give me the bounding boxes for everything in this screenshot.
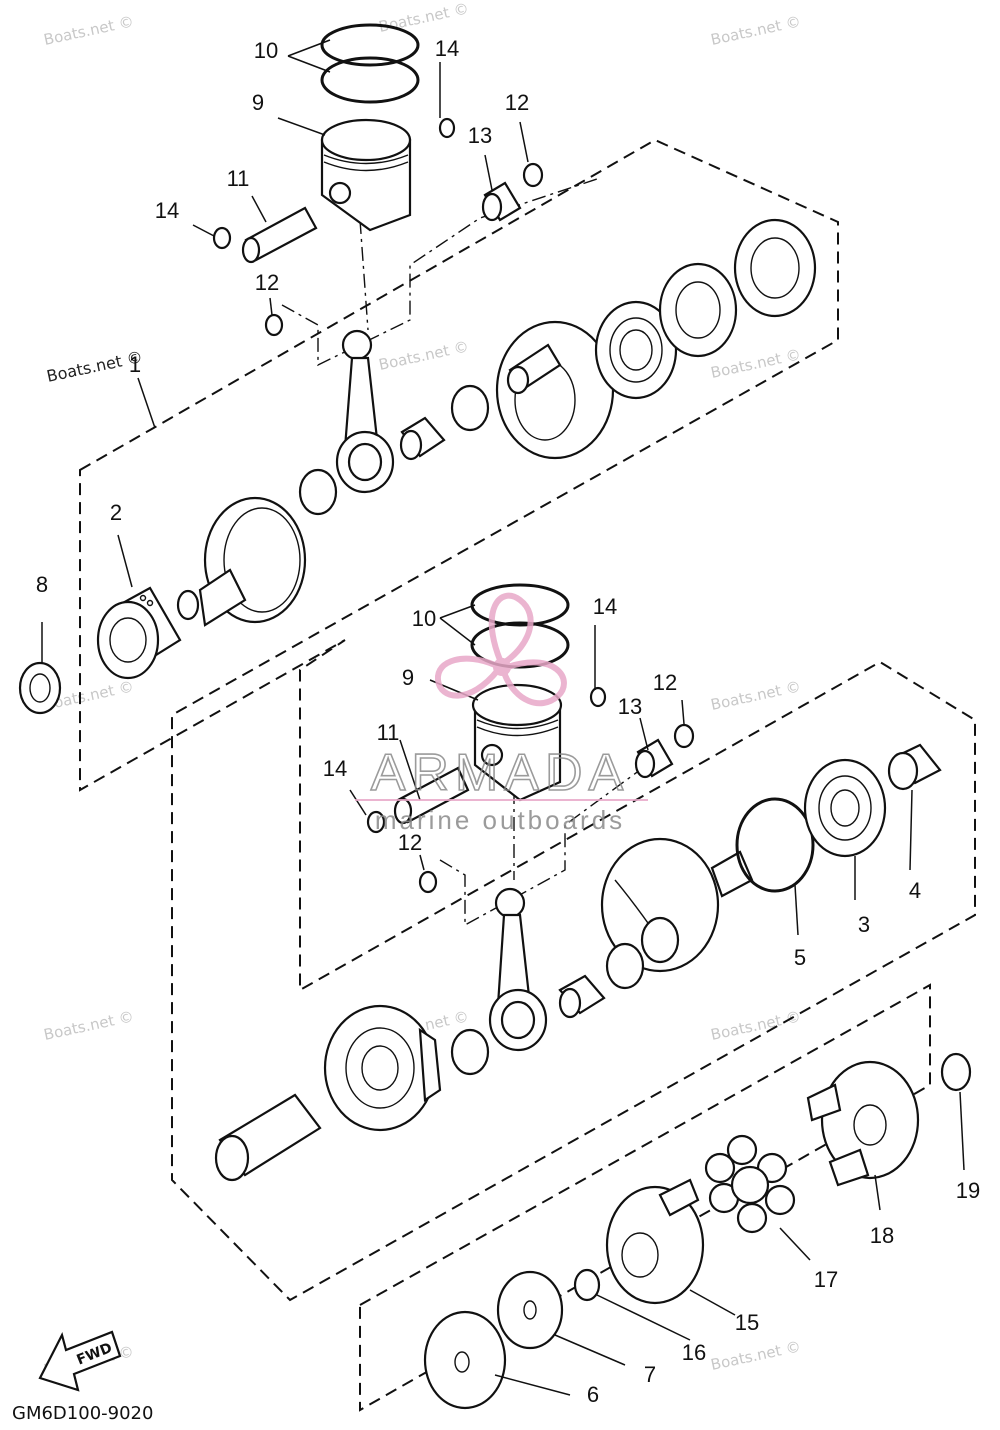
lower-connecting-rod xyxy=(488,887,548,1052)
lower-crank-web xyxy=(323,1004,442,1132)
lower-spacer-a xyxy=(605,942,645,990)
site-watermark: Boats.net © xyxy=(709,345,802,382)
lower-needle-bearing xyxy=(634,738,674,779)
upper-clip-right xyxy=(438,117,456,139)
ball-bearing-3 xyxy=(803,758,887,858)
lower-clip-right xyxy=(589,686,607,708)
lower-crank-bushing xyxy=(558,974,606,1019)
callout-12: 12 xyxy=(398,830,422,855)
upper-clip-left xyxy=(212,226,232,250)
upper-washer-left xyxy=(264,313,284,337)
site-watermark: Boats.net © xyxy=(709,677,802,714)
starter-pulley-15 xyxy=(605,1178,705,1305)
circlip-5 xyxy=(735,797,815,893)
lower-wrist-pin xyxy=(393,766,470,825)
callout-10: 10 xyxy=(254,38,278,63)
lower-clip-left xyxy=(366,810,386,834)
lower-spacer-b xyxy=(450,1028,490,1076)
callout-18: 18 xyxy=(870,1223,894,1248)
lower-crank-counterweight xyxy=(600,837,754,973)
coupling-18 xyxy=(806,1060,920,1187)
damper-17 xyxy=(704,1134,796,1234)
callout-5: 5 xyxy=(794,945,806,970)
upper-spacer xyxy=(450,384,490,432)
site-watermark: Boats.net © xyxy=(377,0,470,36)
upper-center-line xyxy=(359,219,369,331)
upper-crank-washer xyxy=(298,468,338,516)
callout-14: 14 xyxy=(593,594,617,619)
callout-10: 10 xyxy=(412,606,436,631)
lower-piston-rings xyxy=(470,583,570,669)
fwd-arrow-icon: FWD xyxy=(38,1330,122,1392)
callout-17: 17 xyxy=(814,1267,838,1292)
lower-washer-right xyxy=(673,723,695,749)
armada-tagline: marine outboards xyxy=(375,805,625,835)
callout-12: 12 xyxy=(653,670,677,695)
callout-19: 19 xyxy=(956,1178,980,1203)
upper-crank-bushing xyxy=(399,416,446,461)
callout-labels: 10 14 9 12 13 11 14 12 1 2 8 10 14 9 12 … xyxy=(36,36,980,1407)
upper-ball-bearing-a xyxy=(594,300,678,400)
upper-wrist-pin xyxy=(241,206,318,264)
upper-piston-rings xyxy=(320,23,420,104)
callout-2: 2 xyxy=(110,500,122,525)
oil-seal-8 xyxy=(18,661,62,715)
lower-assembly-boundary xyxy=(359,983,931,1412)
callout-16: 16 xyxy=(682,1340,706,1365)
site-watermark: Boats.net © xyxy=(709,1337,802,1374)
site-watermark: Boats.net © xyxy=(42,12,135,49)
upper-connecting-rod xyxy=(335,329,395,494)
callout-7: 7 xyxy=(644,1362,656,1387)
upper-piston xyxy=(320,118,412,232)
callout-9: 9 xyxy=(402,665,414,690)
crankshaft-assembly-boundary xyxy=(79,138,976,1302)
callout-13: 13 xyxy=(468,123,492,148)
callout-4: 4 xyxy=(909,878,921,903)
leader-lines xyxy=(41,39,965,1396)
lower-crank-pin xyxy=(214,1093,322,1182)
callout-11: 11 xyxy=(377,720,400,745)
seal-19 xyxy=(940,1052,972,1092)
plate-7 xyxy=(496,1270,564,1350)
callout-6: 6 xyxy=(587,1382,599,1407)
upper-needle-bearing xyxy=(481,181,522,222)
callout-12: 12 xyxy=(255,270,279,295)
callout-12: 12 xyxy=(505,90,529,115)
site-watermark: Boats.net © xyxy=(377,337,470,374)
site-watermark: Boats.net © xyxy=(709,12,802,49)
callout-11: 11 xyxy=(227,166,250,191)
upper-crank-counterweight xyxy=(495,320,615,460)
upper-crank-web xyxy=(176,496,307,627)
lower-piston xyxy=(471,683,563,802)
collar-4 xyxy=(887,743,942,791)
callout-15: 15 xyxy=(735,1310,759,1335)
upper-washer-right xyxy=(522,162,544,188)
upper-piston-group-line xyxy=(281,177,601,367)
callout-1: 1 xyxy=(129,352,141,377)
washer-16 xyxy=(573,1268,601,1302)
site-watermark: Boats.net © xyxy=(42,1007,135,1044)
callout-14: 14 xyxy=(155,198,179,223)
armada-logo: ARMADA marine outboards xyxy=(355,592,648,835)
callout-14: 14 xyxy=(435,36,459,61)
propeller-logo-icon xyxy=(434,592,567,707)
diagram-code: GM6D100-9020 xyxy=(12,1403,153,1424)
upper-oil-seal xyxy=(658,262,738,358)
drive-plate-6 xyxy=(423,1310,507,1410)
callout-14: 14 xyxy=(323,756,347,781)
callout-9: 9 xyxy=(252,90,264,115)
callout-13: 13 xyxy=(618,694,642,719)
armada-brand-text: ARMADA xyxy=(371,744,629,802)
main-bearing-2 xyxy=(96,586,182,680)
lower-washer-left xyxy=(418,870,438,894)
upper-ball-bearing-b xyxy=(733,218,817,318)
callout-8: 8 xyxy=(36,572,48,597)
callout-3: 3 xyxy=(858,912,870,937)
